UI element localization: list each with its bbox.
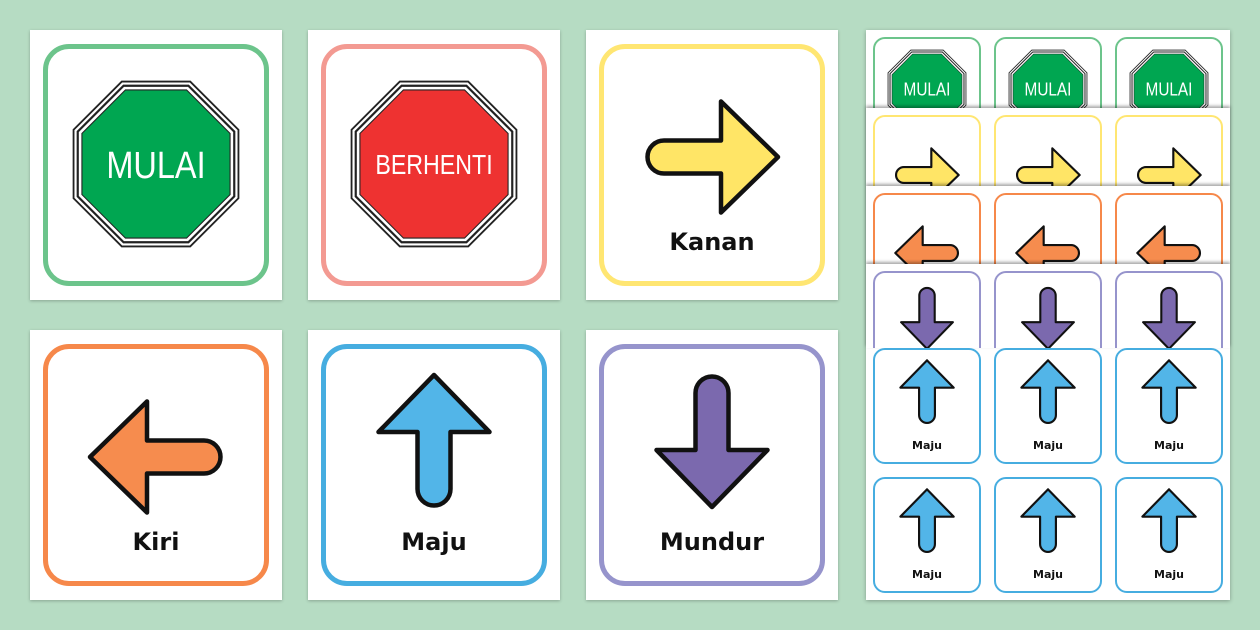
- arrow-up-icon: [376, 372, 492, 508]
- arrow-up-icon: [1141, 359, 1197, 424]
- mini-card-label: Maju: [1033, 439, 1063, 452]
- card-frame: [599, 44, 825, 286]
- flashcard-kiri: Kiri: [30, 330, 282, 600]
- mini-card-maju: Maju: [873, 477, 981, 593]
- preview-strip: [866, 186, 1230, 264]
- card-label: Maju: [401, 528, 467, 556]
- flashcard-berhenti: BERHENTI: [308, 30, 560, 300]
- mini-card: [994, 271, 1102, 348]
- sign-text: MULAI: [904, 79, 951, 99]
- arrow-right-icon: [895, 147, 960, 186]
- octagon-sign-icon: MULAI: [1129, 49, 1209, 108]
- arrow-down-icon: [654, 374, 770, 510]
- arrow-down-icon: [1142, 286, 1196, 348]
- flashcard-kanan: Kanan: [586, 30, 838, 300]
- octagon-sign-icon: MULAI: [887, 49, 967, 108]
- preview-strip: [866, 264, 1230, 348]
- mini-card: [1115, 115, 1223, 186]
- arrow-right-icon: [1016, 147, 1081, 186]
- arrow-down-icon: [1021, 286, 1075, 348]
- card-frame: [43, 344, 269, 586]
- arrow-down-icon: [900, 286, 954, 348]
- mini-card-label: Maju: [1033, 568, 1063, 581]
- arrow-right-icon: [1137, 147, 1202, 186]
- flashcard-mulai: MULAI: [30, 30, 282, 300]
- mini-card-label: Maju: [912, 568, 942, 581]
- arrow-right-icon: [645, 99, 781, 215]
- card-label: Mundur: [659, 528, 765, 556]
- sign-text: MULAI: [1146, 79, 1193, 99]
- card-frame: [321, 44, 547, 286]
- mini-card: MULAI: [873, 37, 981, 108]
- arrow-up-icon: [1020, 488, 1076, 553]
- card-label: Kiri: [132, 528, 180, 556]
- mini-card: [1115, 271, 1223, 348]
- arrow-left-icon: [1136, 225, 1201, 264]
- sign-text: MULAI: [1025, 79, 1072, 99]
- arrow-up-icon: [899, 488, 955, 553]
- octagon-sign-icon: BERHENTI: [350, 80, 518, 248]
- octagon-sign-icon: MULAI: [72, 80, 240, 248]
- mini-card: MULAI: [1115, 37, 1223, 108]
- mini-card: [873, 271, 981, 348]
- arrow-up-icon: [899, 359, 955, 424]
- arrow-up-icon: [1141, 488, 1197, 553]
- mini-card-label: Maju: [1154, 439, 1184, 452]
- arrow-up-icon: [1020, 359, 1076, 424]
- mini-card-maju: Maju: [994, 348, 1102, 464]
- arrow-left-icon: [87, 399, 223, 515]
- mini-card: [873, 115, 981, 186]
- sign-text: MULAI: [106, 143, 205, 186]
- sign-text: BERHENTI: [375, 150, 492, 180]
- card-frame: [321, 344, 547, 586]
- mini-card: MULAI: [994, 37, 1102, 108]
- flashcard-mundur: Mundur: [586, 330, 838, 600]
- mini-card-maju: Maju: [1115, 348, 1223, 464]
- card-frame: [599, 344, 825, 586]
- mini-card: [1115, 193, 1223, 264]
- mini-card-label: Maju: [1154, 568, 1184, 581]
- mini-card: [994, 115, 1102, 186]
- mini-card: [994, 193, 1102, 264]
- preview-strip: MULAI MULAI MULAI: [866, 30, 1230, 108]
- mini-card-maju: Maju: [994, 477, 1102, 593]
- octagon-sign-icon: MULAI: [1008, 49, 1088, 108]
- preview-strip: [866, 108, 1230, 186]
- card-frame: [43, 44, 269, 286]
- mini-card-maju: Maju: [873, 348, 981, 464]
- arrow-left-icon: [1015, 225, 1080, 264]
- card-label: Kanan: [669, 228, 755, 256]
- arrow-left-icon: [894, 225, 959, 264]
- flashcard-maju: Maju: [308, 330, 560, 600]
- mini-card-label: Maju: [912, 439, 942, 452]
- mini-card: [873, 193, 981, 264]
- mini-card-maju: Maju: [1115, 477, 1223, 593]
